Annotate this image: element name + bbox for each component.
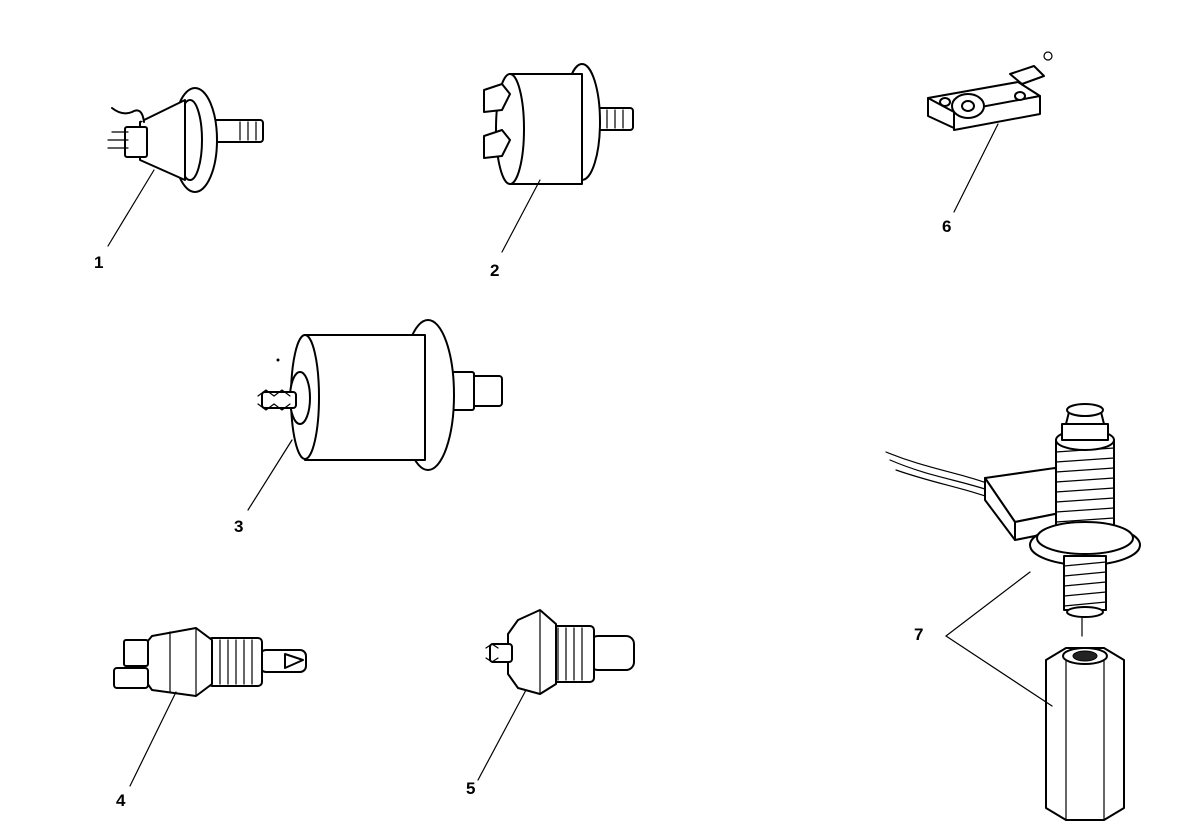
callout-3: 3 [234,517,244,536]
callout-6: 6 [942,217,952,236]
part-6-switch [927,51,1053,213]
part-2-sender [483,63,634,253]
callout-2: 2 [490,261,500,280]
part-7-switch-assembly [885,403,1141,821]
callout-1: 1 [94,253,104,272]
callout-7: 7 [914,625,924,644]
callout-4: 4 [116,791,126,810]
part-5-sender [477,609,635,781]
part-3-sender [247,319,503,511]
part-1-sender [107,87,264,247]
callout-5: 5 [466,779,476,798]
part-4-switch [113,627,307,787]
